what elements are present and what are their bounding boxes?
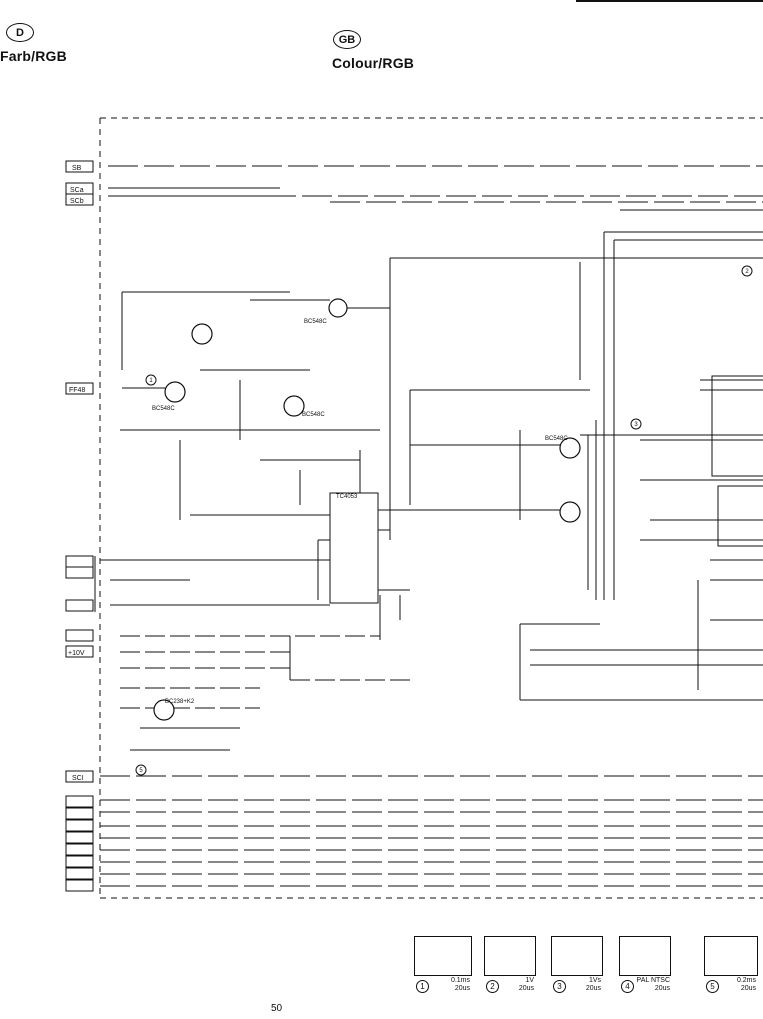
transistor-label: BC548C: [152, 406, 175, 412]
terminal-label: FF48: [69, 387, 85, 394]
oscillogram-5: [704, 936, 758, 976]
terminal-box: [65, 855, 94, 868]
transistor-symbol: [328, 298, 348, 318]
oscillogram-number: 4: [621, 980, 634, 993]
oscillogram-3: [551, 936, 603, 976]
terminal-box: [65, 867, 94, 880]
test-point-marker: [741, 265, 753, 277]
oscillogram-2: [484, 936, 536, 976]
transistor-symbol: [559, 437, 581, 459]
terminal-box: [65, 831, 94, 844]
terminal-label: SCb: [70, 198, 84, 205]
terminal-box: [65, 629, 94, 642]
test-point-number: 2: [745, 269, 749, 275]
terminal-label: SCa: [70, 187, 84, 194]
terminal-box: [65, 843, 94, 856]
oscillogram-4: [619, 936, 671, 976]
language-badge-gb: GB: [333, 30, 361, 49]
oscillogram-number: 1: [416, 980, 429, 993]
transistor-symbol: [153, 699, 175, 721]
terminal-label: SB: [72, 165, 82, 172]
title-de: Farb/RGB: [0, 48, 67, 64]
terminal-box: [65, 795, 94, 808]
top-edge-bar: [576, 0, 763, 2]
terminal-box: [65, 382, 94, 395]
ic-label: TC4053: [336, 494, 358, 500]
oscillogram-number: 2: [486, 980, 499, 993]
oscillogram-1: [414, 936, 472, 976]
terminal-box: [65, 770, 94, 783]
test-point-marker: [630, 418, 642, 430]
transistor-label: BC548C: [545, 436, 568, 442]
terminal-box: [65, 555, 94, 568]
terminal-box: [65, 160, 94, 173]
oscillogram-number: 3: [553, 980, 566, 993]
transistor-symbol: [164, 381, 186, 403]
transistor-label: BC548C: [304, 319, 327, 325]
terminal-box: [65, 599, 94, 612]
transistor-symbol: [559, 501, 581, 523]
test-point-marker: [145, 374, 157, 386]
test-point-number: 3: [634, 422, 638, 428]
terminal-box: [65, 879, 94, 892]
transistor-label: BC548C: [302, 412, 325, 418]
transistor-symbol: [283, 395, 305, 417]
test-point-number: 1: [149, 378, 153, 384]
terminal-box: [65, 645, 94, 658]
transistor-symbol: [191, 323, 213, 345]
transistor-label: BC238+K2: [165, 699, 195, 705]
terminal-box: [65, 566, 94, 579]
terminal-box: [65, 193, 94, 206]
test-point-marker: [135, 764, 147, 776]
test-point-number: 5: [139, 768, 143, 774]
terminal-label: SCI: [72, 775, 84, 782]
page-number: 50: [271, 1003, 283, 1014]
language-badge-de: D: [6, 23, 34, 42]
terminal-box: [65, 819, 94, 832]
terminal-box: [65, 807, 94, 820]
oscillogram-number: 5: [706, 980, 719, 993]
title-gb: Colour/RGB: [332, 55, 415, 71]
terminal-label: +10V: [68, 650, 85, 657]
